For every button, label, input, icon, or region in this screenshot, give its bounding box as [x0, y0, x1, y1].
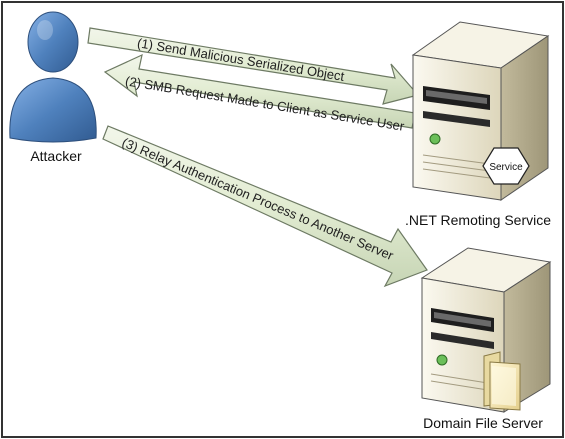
- service-badge-label: Service: [489, 162, 523, 173]
- file-server-node: Domain File Server: [420, 247, 552, 431]
- remoting-service-node: Service .NET Remoting Service: [405, 21, 551, 228]
- user-icon: [9, 11, 97, 143]
- remoting-server-icon: [411, 21, 550, 201]
- attacker-label: Attacker: [30, 148, 82, 164]
- remoting-service-label: .NET Remoting Service: [405, 212, 551, 228]
- folder-icon: [483, 351, 521, 411]
- attacker-node: Attacker: [9, 11, 97, 164]
- hexagon-icon: Service: [482, 147, 530, 185]
- file-server-label: Domain File Server: [423, 415, 543, 431]
